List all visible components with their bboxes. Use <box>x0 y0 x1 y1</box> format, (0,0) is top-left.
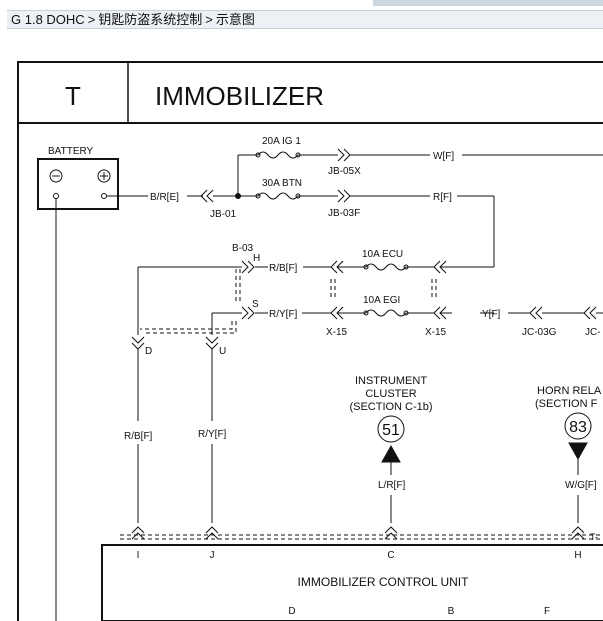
connector-x15-left: X-15 <box>326 327 348 338</box>
connector-b03: B-03 <box>232 243 254 254</box>
breadcrumb-separator: > <box>205 12 213 27</box>
cluster-label-line1: INSTRUMENT <box>355 375 427 387</box>
wire-label-lr-f: L/R[F] <box>378 480 405 491</box>
wire-label-ry-f-vertical: R/Y[F] <box>198 429 227 440</box>
breadcrumb-item-page: 示意图 <box>215 12 255 27</box>
control-unit-label: IMMOBILIZER CONTROL UNIT <box>298 575 470 589</box>
connector-jc03g: JC-03G <box>522 327 557 338</box>
connector-d: D <box>145 346 152 357</box>
connector-u: U <box>219 346 226 357</box>
diagram-title: IMMOBILIZER <box>155 81 324 111</box>
connector-x15-right: X-15 <box>425 327 447 338</box>
horn-relay-line2: (SECTION F <box>535 398 598 410</box>
cu-pin-f: F <box>544 606 550 617</box>
connector-jb05x: JB-05X <box>328 166 361 177</box>
fuse-egi: 10A EGI <box>363 295 400 306</box>
cu-pin-i: I <box>137 550 140 561</box>
connector-t-cut: T- <box>590 532 598 542</box>
wire-label-y-f: Y[F] <box>482 309 501 320</box>
battery: BATTERY <box>37 146 119 210</box>
connector-jc-cut: JC- <box>585 327 601 338</box>
cu-pin-j: J <box>210 550 215 561</box>
cluster-label-line3: (SECTION C-1b) <box>349 401 432 413</box>
wire-label-w-f: W[F] <box>433 151 454 162</box>
breadcrumb-separator: > <box>87 12 96 27</box>
wire-label-ry-f: R/Y[F] <box>269 309 298 320</box>
wire-label-r-f: R[F] <box>433 192 452 203</box>
wire-label-rb-f: R/B[F] <box>269 263 298 274</box>
window-top-bar <box>373 0 603 6</box>
connector-jb03f: JB-03F <box>328 208 360 219</box>
connector-s: S <box>252 299 259 310</box>
cluster-label-line2: CLUSTER <box>365 388 416 400</box>
battery-label: BATTERY <box>48 146 94 157</box>
cu-pin-h: H <box>574 550 581 561</box>
cu-pin-d: D <box>288 606 295 617</box>
breadcrumb-item-system[interactable]: 钥匙防盗系统控制 <box>98 12 203 27</box>
cluster-number: 51 <box>382 422 400 439</box>
breadcrumb: G 1.8 DOHC>钥匙防盗系统控制>示意图 <box>7 10 603 29</box>
fuse-ig1: 20A IG 1 <box>262 136 301 147</box>
wiring-diagram: T IMMOBILIZER BATTERY <box>17 61 603 621</box>
connector-jb01: JB-01 <box>210 209 237 220</box>
fuse-btn: 30A BTN <box>262 178 302 189</box>
wire-label-rb-f-vertical: R/B[F] <box>124 431 153 442</box>
fuse-ecu: 10A ECU <box>362 249 403 260</box>
window-top-strip <box>0 0 603 10</box>
breadcrumb-item-model[interactable]: G 1.8 DOHC <box>11 12 85 27</box>
connector-h: H <box>253 253 260 264</box>
horn-relay-number: 83 <box>569 419 587 436</box>
wire-label-wg-f: W/G[F] <box>565 480 597 491</box>
wire-label-br-e: B/R[E] <box>150 192 179 203</box>
horn-relay-line1: HORN RELA <box>537 385 602 397</box>
cu-pin-b: B <box>448 606 455 617</box>
section-letter: T <box>65 81 81 111</box>
cu-pin-c: C <box>387 550 394 561</box>
